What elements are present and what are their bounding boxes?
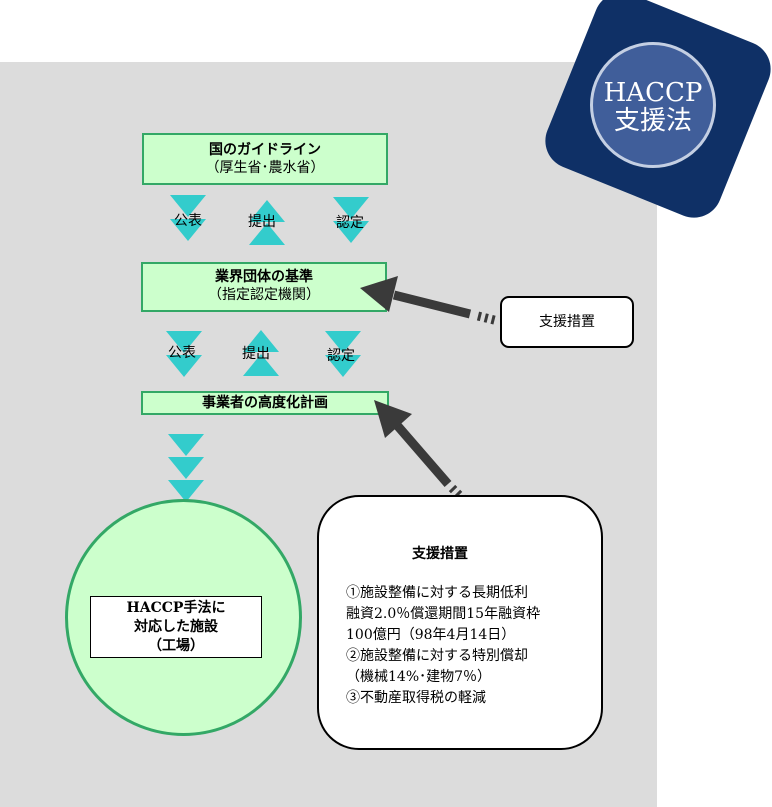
badge-line2: 支援法 [613, 106, 692, 136]
support-line-4: ②施設整備に対する特別償却 [346, 648, 528, 664]
support-line-1: ①施設整備に対する長期低利 [346, 585, 528, 601]
flow-arrow-1 [168, 434, 204, 456]
publish-arrow-2b [166, 355, 202, 377]
approve-label-2: 認定 [327, 348, 355, 364]
support-line-3: 100億円（98年4月14日） [346, 627, 516, 643]
publish-label-1: 公表 [174, 213, 202, 229]
support-small-label: 支援措置 [539, 314, 595, 330]
standard-title: 業界団体の基準 [215, 269, 313, 285]
facility-line1: HACCP手法に [126, 600, 226, 616]
flow-arrow-3 [168, 480, 204, 502]
plan-box: 事業者の高度化計画 [141, 391, 389, 415]
arrow-to-plan [374, 400, 472, 508]
submit-arrow-2b [243, 354, 279, 376]
support-line-6: ③不動産取得税の軽減 [346, 690, 486, 706]
arrow-to-standard [360, 276, 500, 326]
support-line-5: （機械14%･建物7％） [346, 669, 492, 685]
approve-arrow-2b [325, 355, 361, 377]
submit-arrow-1b [249, 223, 285, 245]
submit-label-1: 提出 [248, 214, 276, 230]
support-small-callout: 支援措置 [500, 296, 634, 348]
plan-title: 事業者の高度化計画 [202, 395, 328, 411]
badge-line1: HACCP [603, 78, 703, 108]
standard-sub: （指定認定機関） [208, 287, 320, 303]
submit-label-2: 提出 [242, 346, 270, 362]
facility-box: HACCP手法に 対応した施設 （工場） [90, 596, 262, 658]
publish-arrow-1b [170, 219, 206, 241]
support-big-title: 支援措置 [412, 546, 468, 562]
submit-arrow-2 [243, 330, 279, 352]
facility-line3: （工場） [148, 638, 204, 654]
support-details: ①施設整備に対する長期低利 融資2.0％償還期間15年融資枠 100億円（98年… [346, 583, 540, 709]
haccp-badge-circle: HACCP 支援法 [590, 42, 716, 168]
standard-box: 業界団体の基準 （指定認定機関） [141, 262, 387, 312]
approve-arrow-1 [333, 197, 369, 219]
guideline-title: 国のガイドライン [209, 142, 321, 158]
support-line-2: 融資2.0％償還期間15年融資枠 [346, 606, 541, 622]
flow-arrow-2 [168, 457, 204, 479]
publish-arrow-2 [166, 331, 202, 353]
publish-label-2: 公表 [168, 345, 196, 361]
approve-arrow-2 [325, 331, 361, 353]
support-big-callout: 支援措置 ①施設整備に対する長期低利 融資2.0％償還期間15年融資枠 100億… [317, 495, 603, 750]
guideline-sub: （厚生省･農水省） [205, 160, 325, 176]
approve-label-1: 認定 [336, 215, 364, 231]
publish-arrow-1 [170, 195, 206, 217]
guideline-box: 国のガイドライン （厚生省･農水省） [142, 133, 388, 185]
facility-line2: 対応した施設 [134, 619, 218, 635]
submit-arrow-1 [249, 200, 285, 222]
approve-arrow-1b [333, 221, 369, 243]
